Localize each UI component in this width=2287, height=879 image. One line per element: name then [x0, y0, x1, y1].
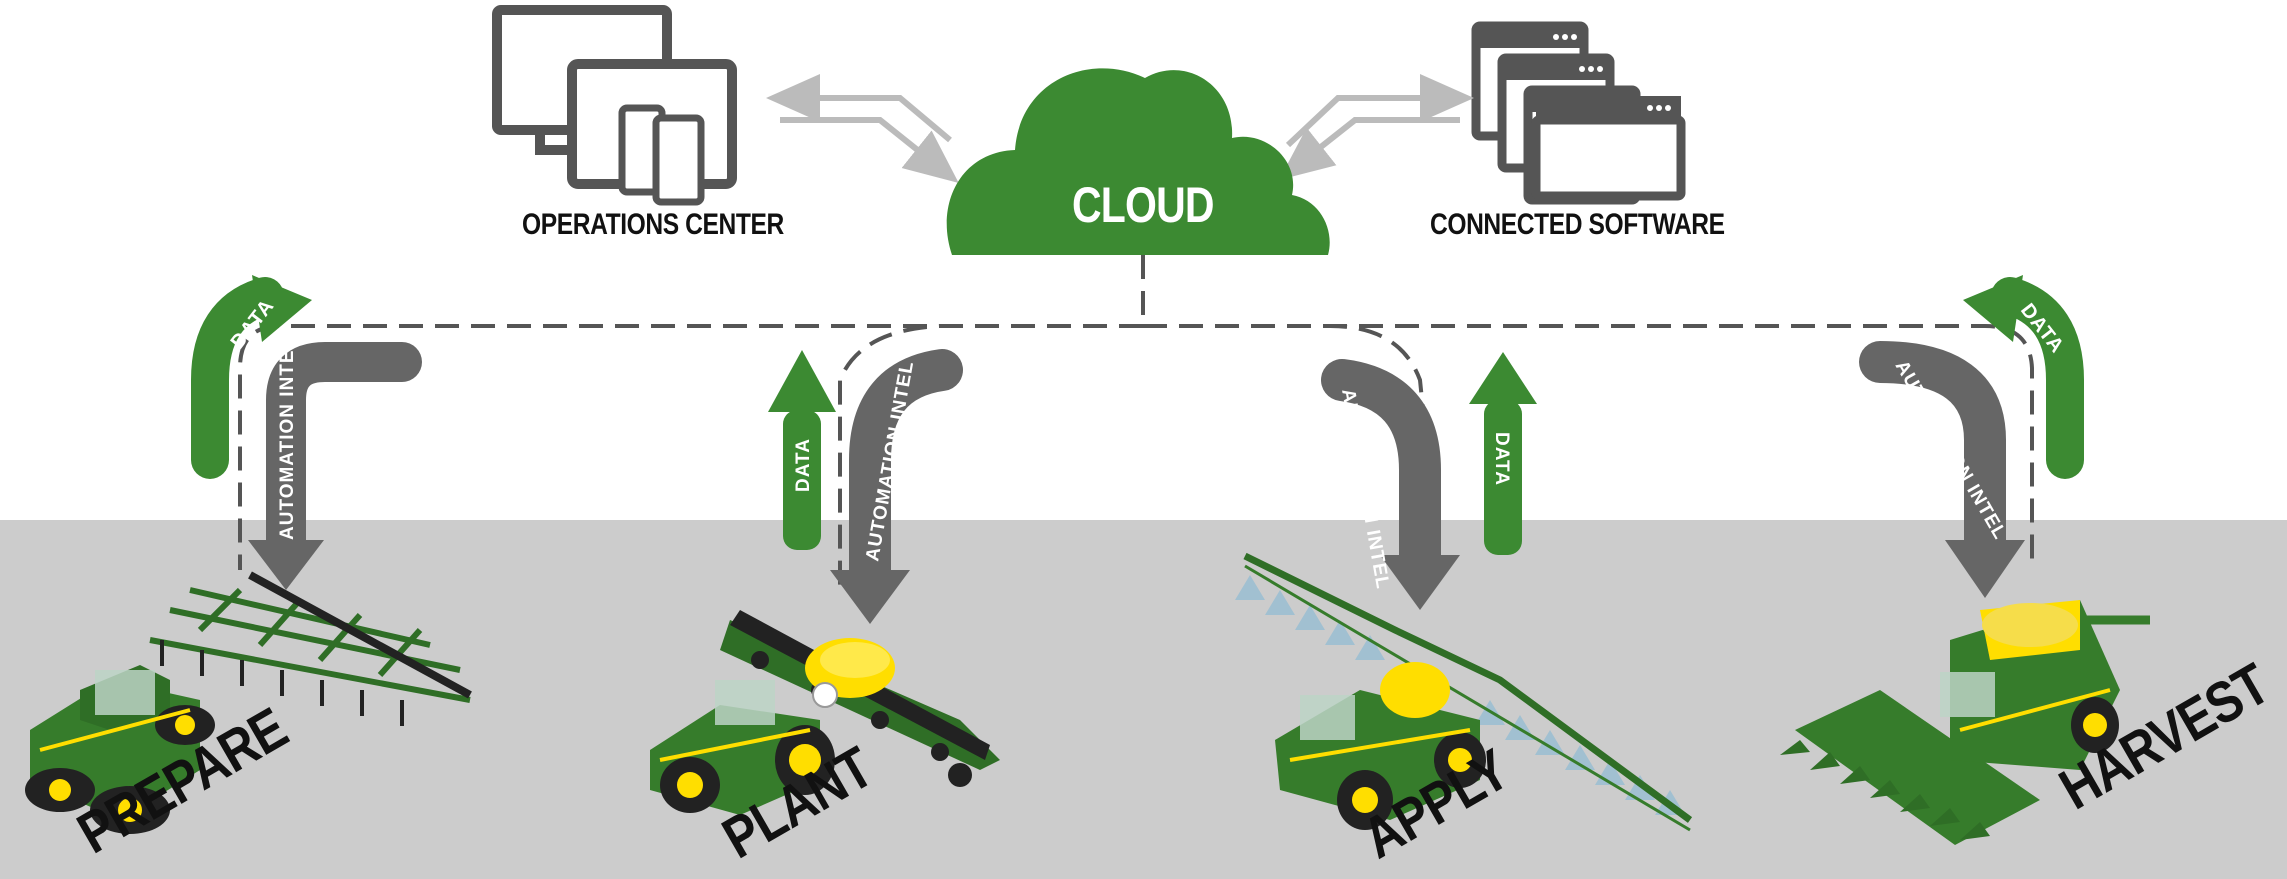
data-arrow-plant — [768, 350, 836, 550]
automation-arrow-plant — [830, 349, 963, 624]
sync-arrows-left — [766, 74, 959, 183]
plant-machine — [650, 610, 1000, 815]
automation-arrow-apply — [1321, 359, 1460, 610]
data-arrow-prepare — [191, 275, 312, 479]
data-label-plant: DATA — [793, 438, 814, 492]
phone-icon — [618, 104, 705, 206]
prepare-machine — [25, 571, 472, 834]
sync-arrows-right — [1279, 74, 1474, 180]
operations-center-label: OPERATIONS CENTER — [522, 208, 784, 241]
harvest-machine — [1780, 600, 2150, 845]
automation-label-prepare: AUTOMATION INTEL — [277, 337, 298, 540]
automation-arrow-prepare — [248, 342, 422, 590]
field-ground — [0, 520, 2287, 879]
apply-machine — [1235, 552, 1693, 832]
cultivator-implement — [149, 571, 472, 703]
automation-arrow-harvest — [1859, 341, 2025, 598]
data-label-apply: DATA — [1491, 432, 1512, 486]
network-links — [238, 255, 2034, 590]
browser-windows-icon — [1471, 21, 1686, 205]
data-arrow-apply — [1469, 352, 1537, 555]
data-arrow-harvest — [1963, 275, 2084, 479]
connected-software-label: CONNECTED SOFTWARE — [1430, 208, 1725, 241]
cloud-icon — [946, 68, 1330, 255]
cloud-label: CLOUD — [1072, 177, 1214, 233]
